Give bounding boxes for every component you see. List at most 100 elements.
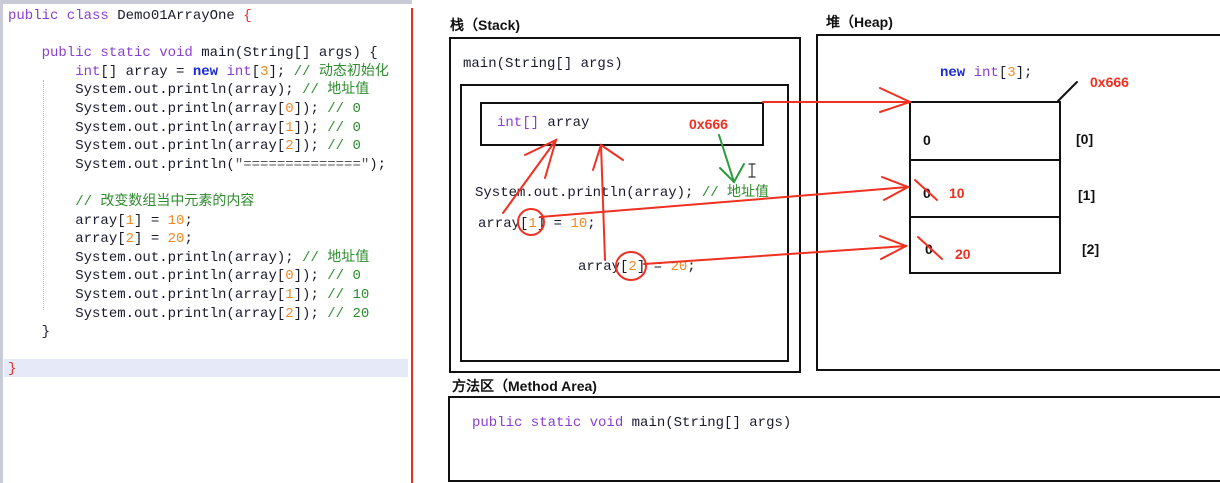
code-token: // 20 [327, 305, 370, 322]
code-token: int [226, 63, 252, 80]
code-line[interactable]: System.out.println(array[0]); // 0 [8, 267, 389, 286]
code-token: System.out.println(array[ [8, 100, 286, 117]
code-line[interactable]: System.out.println("=============="); [8, 156, 389, 175]
stack-address: 0x666 [689, 116, 728, 132]
arrow-index2-to-cell [643, 235, 909, 265]
address-tag-line [1057, 81, 1078, 102]
method-signature: public static void main(String[] args) [472, 414, 791, 432]
array-cell-2 [909, 216, 1061, 274]
stack-title: 栈（Stack) [450, 17, 521, 33]
code-token: ]); [293, 100, 328, 117]
code-token: // 动态初始化 [293, 63, 389, 80]
code-token: 0 [285, 100, 294, 117]
code-token: // 0 [327, 268, 361, 285]
code-line[interactable]: int[] array = new int[3]; // 动态初始化 [8, 63, 389, 82]
assign-1-value: 10 [570, 216, 588, 232]
cell-1-old-value: 0 [923, 185, 931, 201]
code-token: ; [184, 231, 193, 248]
code-token: 20 [167, 231, 185, 248]
indent-guide [43, 80, 44, 310]
code-line[interactable]: array[1] = 10; [8, 212, 389, 231]
stack-box [449, 37, 801, 373]
stack-frame-label: main(String[] args) [463, 56, 623, 72]
cell-1-new-value: 10 [949, 185, 965, 201]
circle-index-1 [517, 208, 545, 236]
println-code: System.out.println(array); [475, 185, 702, 201]
code-token: System.out.println(array[ [8, 305, 286, 322]
code-token: [ [251, 63, 261, 80]
code-line[interactable]: System.out.println(array[2]); // 20 [8, 305, 389, 324]
heap-box [816, 34, 1220, 371]
method-area-box [448, 396, 1220, 482]
code-line[interactable]: } [8, 360, 389, 379]
new-keyword: new [940, 65, 974, 81]
assign-2: array[2] = 20; [578, 258, 696, 276]
code-token: ]); [293, 138, 328, 155]
code-line[interactable]: System.out.println(array[2]); // 0 [8, 137, 389, 156]
code-token: ; [184, 212, 193, 229]
assign-2-index: 2 [628, 259, 637, 275]
code-line[interactable]: public class Demo01ArrayOne { [8, 7, 389, 26]
code-token: System.out.println(array[ [8, 138, 286, 155]
bracket-close: ]; [1015, 65, 1033, 81]
code-token: // 0 [327, 138, 361, 155]
code-token: 2 [285, 138, 294, 155]
strike-cell-1 [914, 179, 938, 201]
code-token: { [243, 8, 252, 24]
code-token: // 10 [327, 286, 370, 303]
code-token: [] array = [100, 63, 193, 80]
code-editor[interactable]: public class Demo01ArrayOne { public sta… [8, 7, 389, 379]
assign-1-end: ; [587, 216, 596, 232]
code-token: ]); [293, 268, 328, 285]
code-line[interactable]: System.out.println(array); // 地址值 [8, 81, 389, 100]
code-line[interactable]: // 改变数组当中元素的内容 [8, 193, 389, 212]
variable-declaration: int[] array [497, 114, 589, 132]
code-token: System.out.println(array[ [8, 286, 286, 303]
code-line[interactable]: array[2] = 20; [8, 230, 389, 249]
code-line[interactable]: System.out.println(array[1]); // 10 [8, 286, 389, 305]
strike-cell-2 [917, 236, 943, 260]
code-token: } [8, 324, 51, 341]
signature-keywords: public static void [472, 415, 632, 431]
var-type: int[] [497, 115, 540, 131]
code-token: ] = [134, 231, 168, 248]
code-line[interactable]: public static void main(String[] args) { [8, 44, 389, 63]
code-token: 2 [125, 231, 135, 248]
code-token: "==============" [234, 156, 370, 173]
code-token: } [8, 361, 17, 378]
code-token: ); [369, 156, 387, 173]
code-line[interactable]: System.out.println(array[1]); // 0 [8, 119, 389, 138]
code-token: 2 [285, 305, 294, 322]
assign-2-value: 20 [670, 259, 688, 275]
code-token: ]; [268, 63, 294, 80]
cell-2-old-value: 0 [925, 241, 933, 257]
divider-line [411, 8, 413, 483]
code-line[interactable]: } [8, 323, 389, 342]
arrow-assign2-to-var [592, 143, 624, 261]
code-token: Demo01ArrayOne [117, 8, 244, 24]
code-token: new [192, 63, 227, 80]
assign-2-end: ; [687, 259, 696, 275]
code-token: 1 [285, 119, 294, 136]
code-token: array[ [8, 231, 126, 248]
pointer-arrow-to-heap [762, 87, 913, 113]
code-token: // 0 [327, 119, 361, 136]
assign-2-mid: ] = [636, 259, 671, 275]
code-token: // 地址值 [302, 249, 370, 266]
signature-name: main(String[] args) [631, 415, 792, 431]
code-line[interactable]: System.out.println(array); // 地址值 [8, 249, 389, 268]
code-token: 10 [167, 212, 185, 229]
code-token: 1 [285, 286, 294, 303]
code-token: // 改变数组当中元素的内容 [8, 193, 255, 210]
code-line[interactable]: System.out.println(array[0]); // 0 [8, 100, 389, 119]
code-token: ]); [293, 286, 328, 303]
circle-index-2 [615, 251, 647, 281]
method-area-title: 方法区（Method Area) [452, 378, 597, 394]
heap-address: 0x666 [1090, 74, 1129, 90]
assign-1-pre: array[ [478, 216, 529, 232]
code-token: ]); [293, 119, 328, 136]
code-token: System.out.println( [8, 156, 235, 173]
stack-frame-box [460, 84, 789, 362]
code-token: System.out.println(array[ [8, 119, 286, 136]
assign-1-index: 1 [528, 216, 537, 232]
